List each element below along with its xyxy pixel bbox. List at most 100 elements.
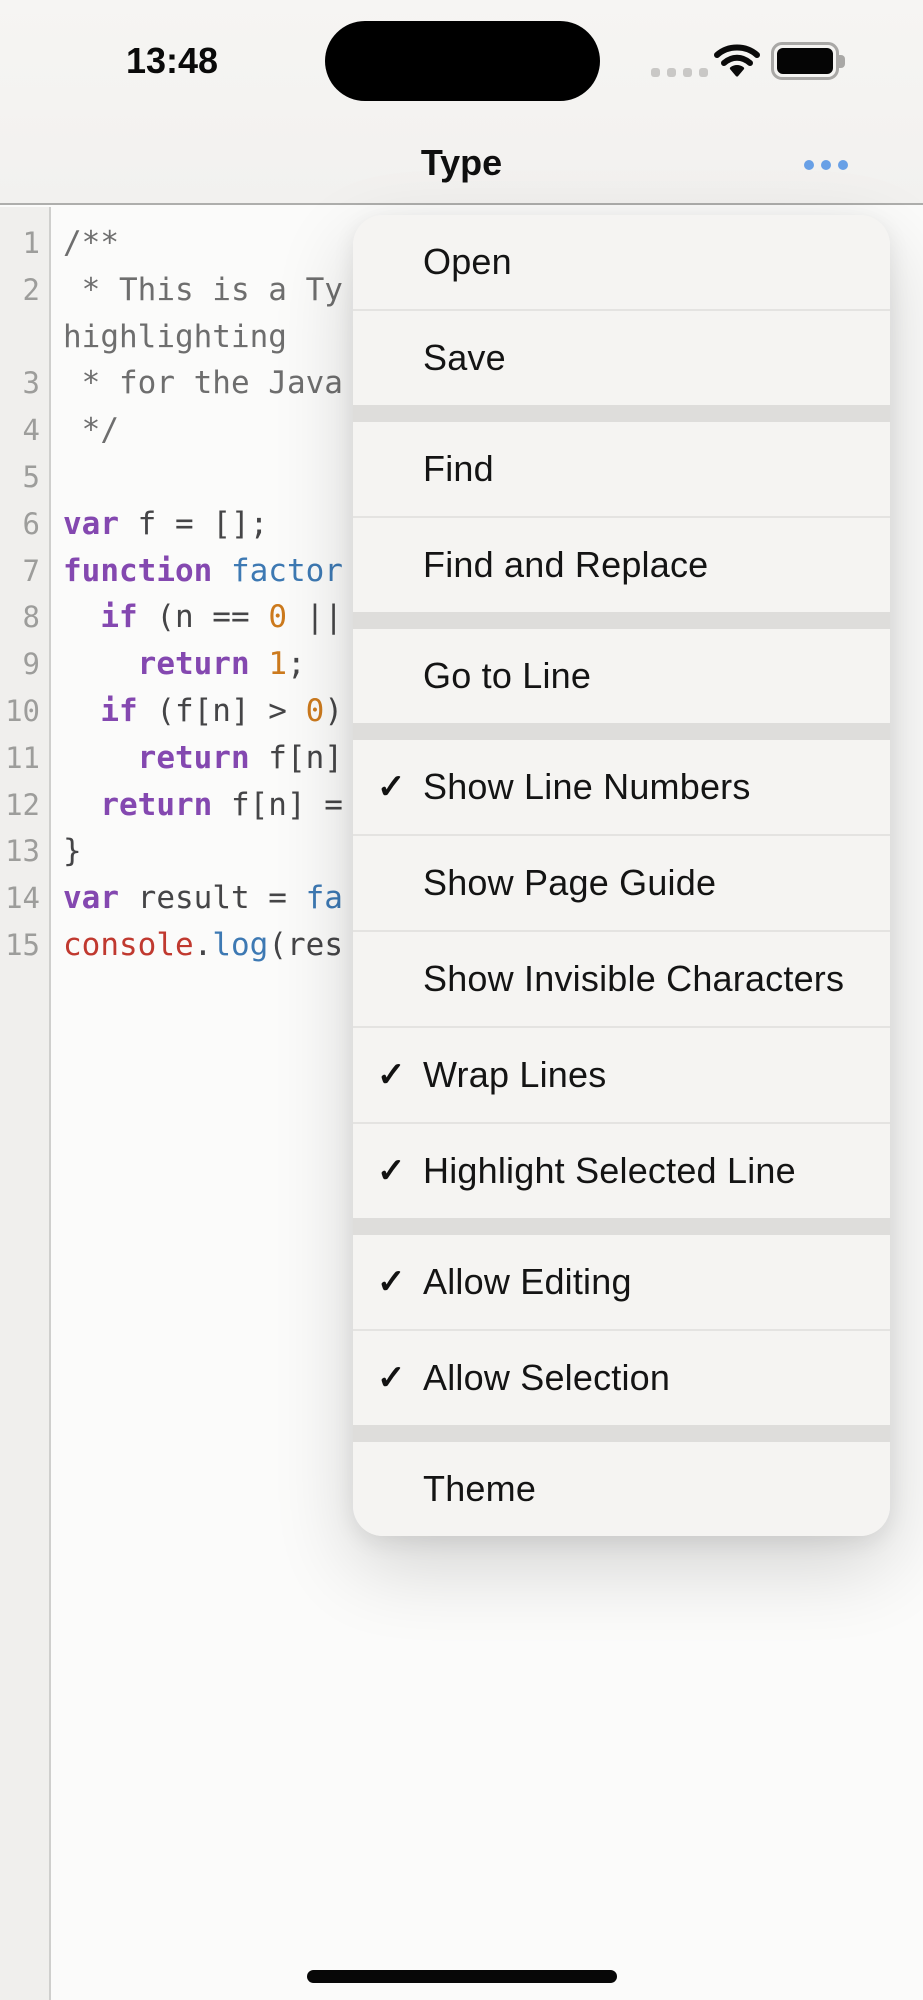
code-token-plain: (n == — [137, 599, 269, 636]
line-number: 4 — [22, 413, 40, 448]
menu-item-label: Show Invisible Characters — [423, 958, 845, 999]
line-number: 3 — [22, 366, 40, 401]
code-token-function: log — [212, 926, 269, 963]
code-token-keyword: return — [137, 646, 250, 683]
line-number — [0, 314, 49, 361]
menu-item-label: Find — [423, 448, 494, 489]
home-indicator[interactable] — [307, 1970, 617, 1983]
code-token-function: fa — [305, 880, 343, 917]
cellular-signal-icon — [651, 68, 708, 77]
line-number: 10 — [5, 693, 40, 728]
code-token-plain — [212, 553, 231, 589]
code-line: if (n == 0 || — [63, 594, 923, 641]
line-number: 12 — [5, 787, 40, 822]
code-line: return 1; — [63, 641, 923, 688]
menu-item-show-line-numbers[interactable]: ✓ Show Line Numbers — [353, 740, 890, 834]
code-token-plain — [63, 646, 138, 682]
code-token-keyword: return — [100, 786, 213, 823]
code-token-plain — [63, 693, 100, 729]
menu-item-separator — [353, 309, 890, 311]
checkmark-icon: ✓ — [377, 768, 406, 806]
code-token-plain: ) — [324, 692, 343, 729]
line-number: 5 — [22, 459, 40, 494]
code-line: * This is a Ty — [63, 267, 923, 314]
code-token-number: 1 — [268, 646, 287, 683]
line-number: 14 — [5, 881, 40, 916]
menu-item-save[interactable]: Save — [353, 311, 890, 405]
code-token-plain: } — [63, 833, 82, 870]
menu-item-label: Show Page Guide — [423, 862, 717, 903]
menu-item-separator — [353, 1026, 890, 1028]
code-token-plain: f[n] = — [212, 786, 343, 823]
status-bar-time: 13:48 — [125, 40, 219, 81]
code-token-comment: * for the Java — [63, 365, 343, 402]
code-token-comment: /** — [63, 225, 119, 261]
line-number: 15 — [5, 927, 40, 962]
menu-item-label: Go to Line — [423, 655, 592, 696]
dynamic-island — [325, 21, 600, 101]
menu-item-go-to-line[interactable]: Go to Line — [353, 629, 890, 723]
line-number: 1 — [22, 226, 40, 260]
code-line: /** — [63, 220, 923, 267]
code-line: return f[n] = — [63, 782, 923, 829]
line-number: 9 — [22, 647, 40, 682]
page-title: Type — [420, 142, 503, 183]
menu-item-show-page-guide[interactable]: Show Page Guide — [353, 836, 890, 930]
code-token-plain: (f[n] > — [137, 692, 306, 729]
code-token-plain — [250, 646, 269, 682]
code-line: var f = []; — [63, 501, 923, 548]
menu-item-open[interactable]: Open — [353, 215, 890, 309]
code-line: return f[n] — [63, 735, 923, 782]
line-number: 6 — [22, 506, 40, 541]
line-number: 13 — [5, 834, 40, 869]
menu-item-label: Show Line Numbers — [423, 766, 751, 807]
line-number: 11 — [5, 740, 40, 775]
menu-item-separator — [353, 834, 890, 836]
menu-item-label: Theme — [423, 1468, 537, 1509]
top-chrome: 13:48 Type — [0, 0, 923, 205]
code-token-keyword: if — [100, 599, 138, 636]
line-number: 7 — [22, 553, 40, 588]
code-token-function: factor — [230, 552, 343, 589]
menu-item-separator — [353, 930, 890, 932]
code-line: console.log(res — [63, 922, 923, 969]
menu-item-highlight-selected-line[interactable]: ✓Highlight Selected Line — [353, 1124, 890, 1218]
menu-item-wrap-lines[interactable]: ✓Wrap Lines — [353, 1028, 890, 1122]
menu-item-label: Allow Selection — [423, 1357, 671, 1398]
menu-item-show-invisible-characters[interactable]: Show Invisible Characters — [353, 932, 890, 1026]
menu-item-label: Open — [423, 241, 512, 282]
wifi-icon — [713, 42, 761, 85]
code-token-plain: . — [193, 926, 213, 963]
code-token-console: console — [63, 926, 194, 963]
menu-group-separator — [353, 405, 890, 422]
menu-item-label: Find and Replace — [423, 544, 709, 585]
menu-item-label: Highlight Selected Line — [423, 1150, 796, 1191]
menu-group-separator — [353, 1218, 890, 1235]
code-line: * for the Java — [63, 360, 923, 407]
checkmark-icon: ✓ — [377, 1359, 406, 1397]
line-number: 2 — [22, 272, 40, 307]
menu-item-find[interactable]: Find — [353, 422, 890, 516]
code-token-keyword: var — [63, 880, 119, 917]
menu-item-find-and-replace[interactable]: Find and Replace — [353, 518, 890, 612]
menu-item-allow-selection[interactable]: ✓ Allow Selection — [353, 1331, 890, 1425]
code-token-comment: */ — [63, 412, 119, 449]
code-token-plain: f[n] — [249, 739, 343, 776]
more-options-button[interactable] — [804, 150, 852, 180]
menu-item-separator — [353, 1122, 890, 1124]
code-token-plain — [63, 740, 138, 776]
code-token-plain: result = — [119, 880, 306, 917]
menu-item-theme[interactable]: Theme — [353, 1442, 890, 1536]
menu-item-allow-editing[interactable]: ✓Allow Editing — [353, 1235, 890, 1329]
code-token-comment: * This is a Ty — [63, 271, 343, 308]
code-token-plain: f = []; — [119, 505, 269, 542]
code-line: function factor — [63, 548, 923, 595]
code-token-keyword: function — [63, 552, 213, 589]
line-number: 8 — [22, 600, 40, 635]
menu-group-separator — [353, 723, 890, 740]
code-token-keyword: if — [100, 692, 138, 729]
